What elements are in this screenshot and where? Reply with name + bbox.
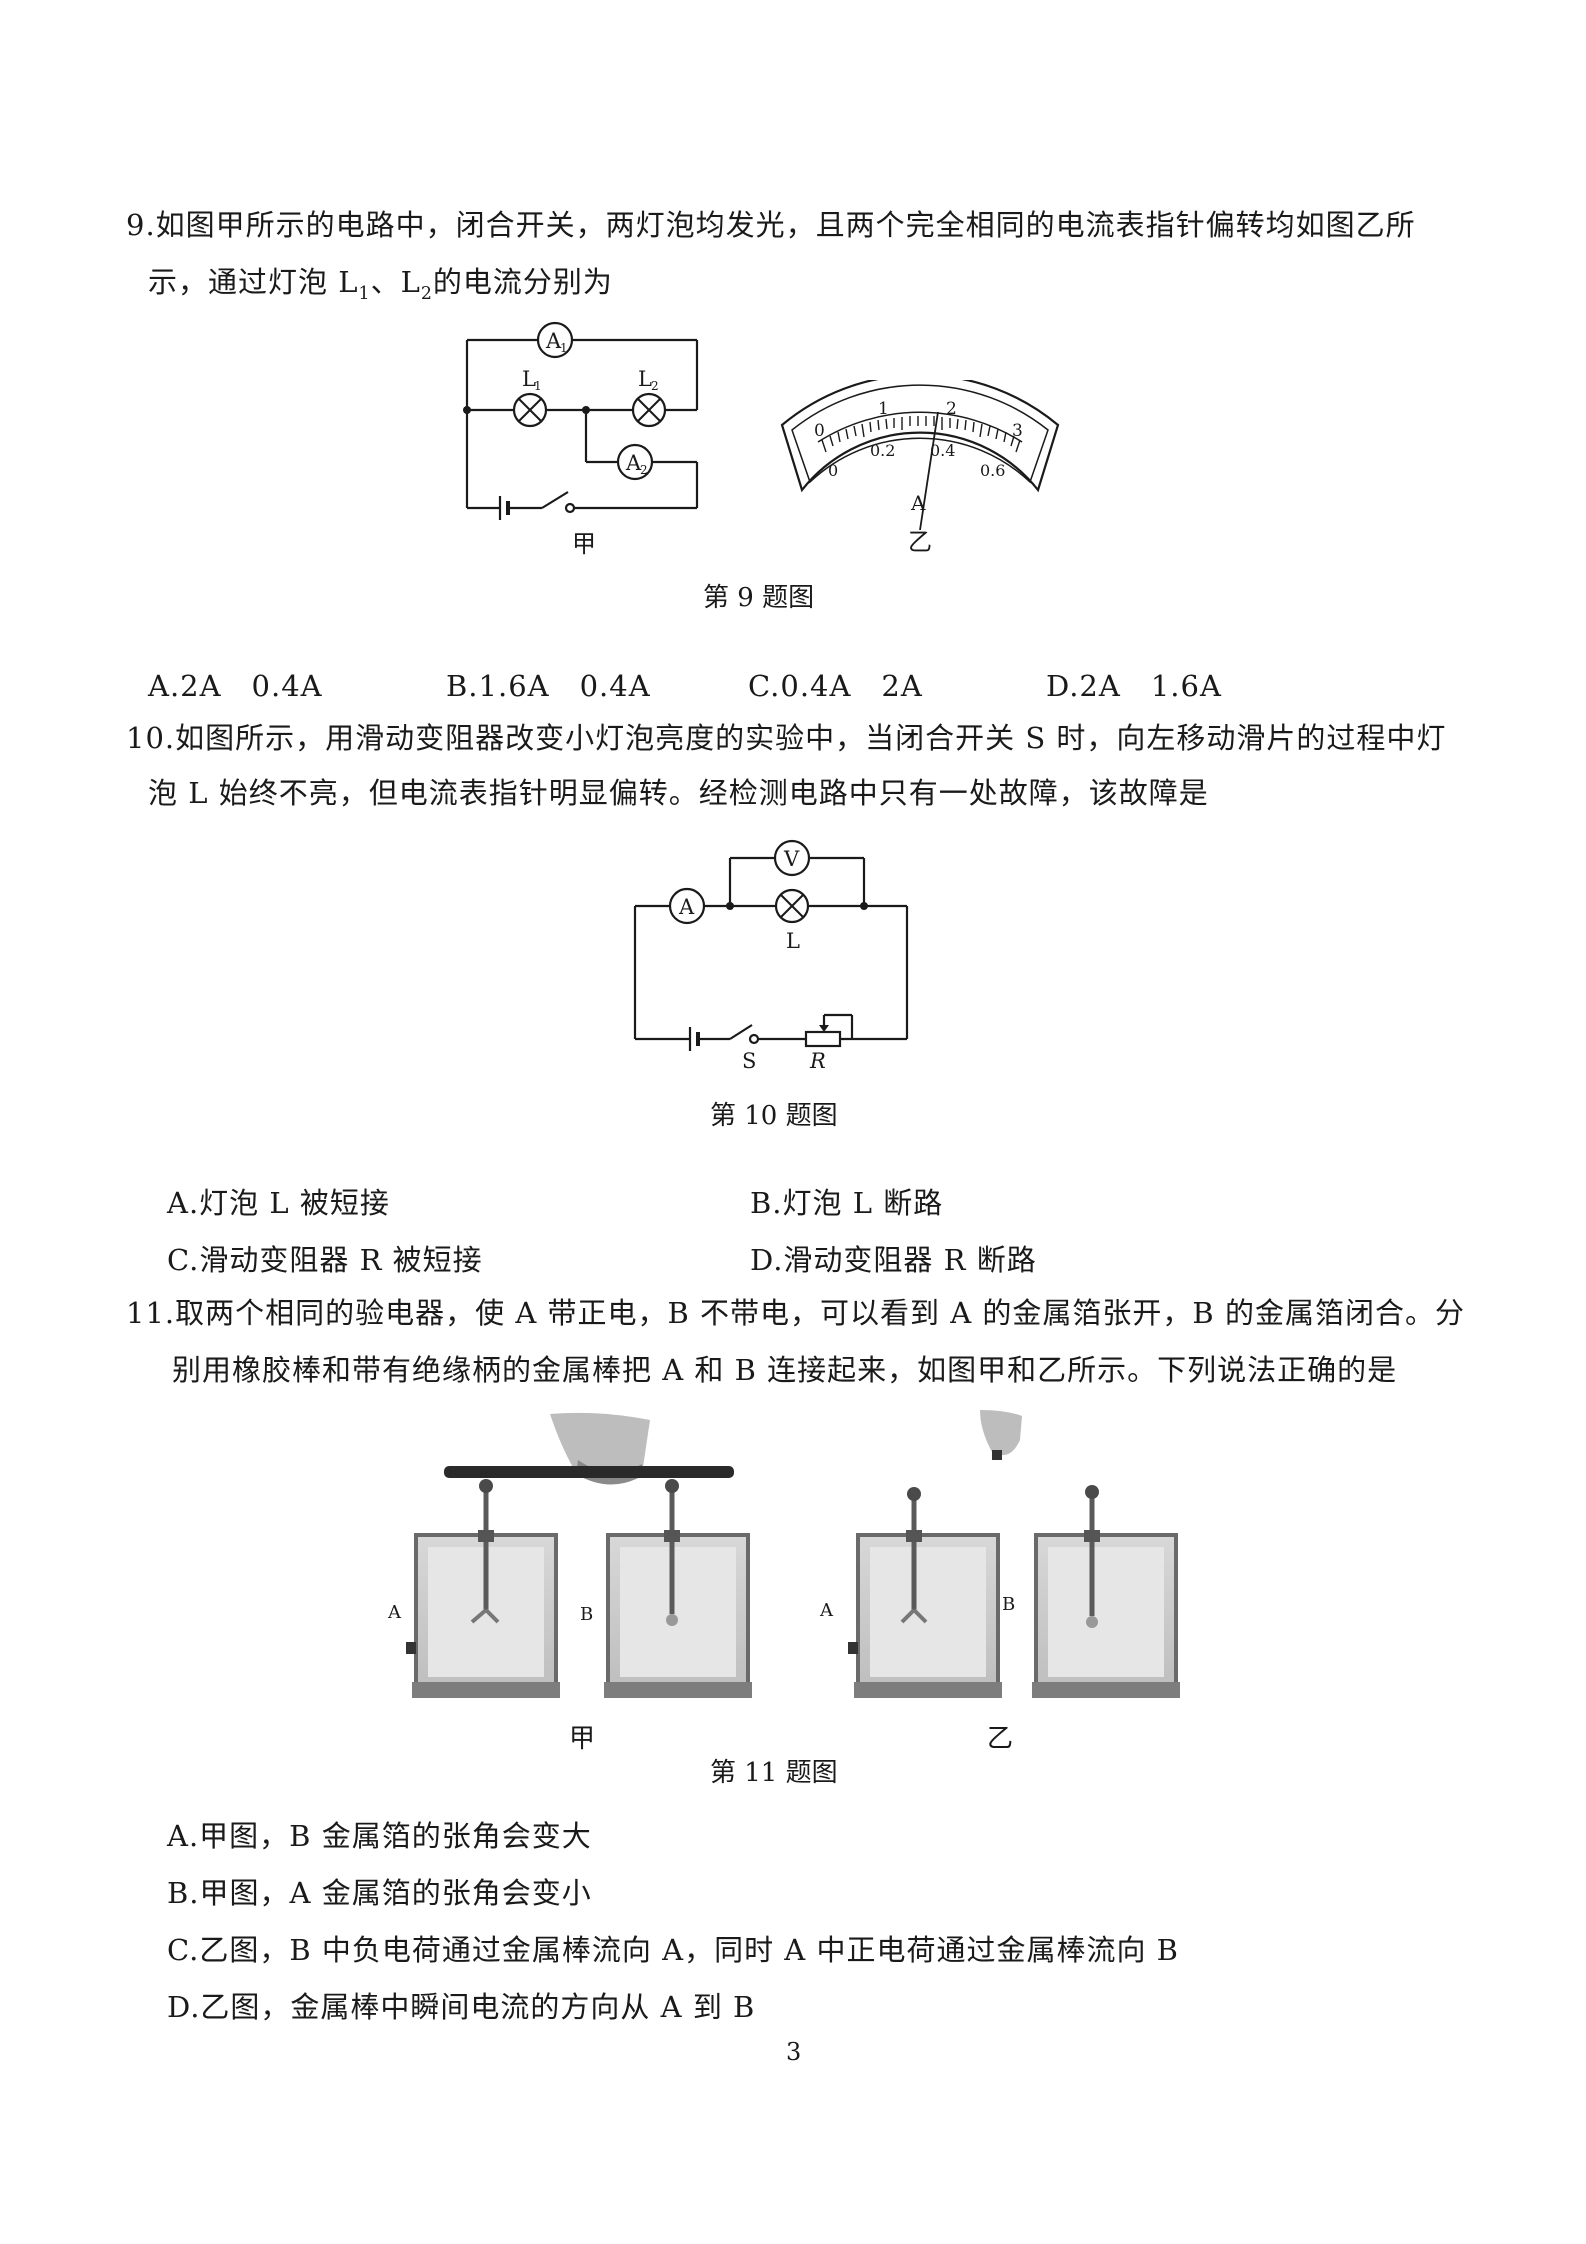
q9-circuit-diagram: A 1 L 1 L 2 A 2 甲 bbox=[463, 321, 699, 558]
q10-option-d: D.滑动变阻器 R 断路 bbox=[750, 1243, 1037, 1277]
q10-circuit-diagram: A V L S R bbox=[633, 839, 909, 1070]
switch-letter: S bbox=[742, 1049, 756, 1070]
q9-stem-post: 的电流分别为 bbox=[432, 265, 613, 299]
q11-label-a-right: A bbox=[819, 1600, 834, 1621]
voltmeter-symbol bbox=[773, 839, 811, 877]
q11-option-a: A.甲图，B 金属箔的张角会变大 bbox=[167, 1819, 592, 1853]
lamp-l2-symbol bbox=[631, 392, 667, 428]
page-number: 3 bbox=[786, 2038, 802, 2066]
rubber-rod-hand bbox=[444, 1412, 734, 1485]
q9-sub-1: 1 bbox=[358, 283, 371, 304]
q9-stem-mid: 、L bbox=[370, 265, 421, 299]
ammeter-a1-symbol bbox=[536, 321, 574, 359]
voltmeter-letter: V bbox=[783, 847, 800, 871]
q10-option-a: A.灯泡 L 被短接 bbox=[167, 1186, 390, 1220]
inner-scale-0-6: 0.6 bbox=[980, 461, 1005, 480]
inner-scale-0-2: 0.2 bbox=[870, 441, 895, 460]
l2-letter: L bbox=[638, 367, 652, 391]
a1-subscript: 1 bbox=[560, 341, 568, 355]
q11-option-b: B.甲图，A 金属箔的张角会变小 bbox=[167, 1876, 592, 1910]
q10-option-c: C.滑动变阻器 R 被短接 bbox=[167, 1243, 483, 1277]
q11-label-b-left: B bbox=[580, 1604, 593, 1625]
l1-letter: L bbox=[522, 367, 536, 391]
outer-scale-2: 2 bbox=[946, 399, 957, 419]
outer-scale-1: 1 bbox=[878, 399, 889, 419]
q11-fig-right-label: 乙 bbox=[987, 1724, 1014, 1754]
lamp-l-symbol bbox=[774, 888, 810, 924]
q11-option-c: C.乙图，B 中负电荷通过金属棒流向 A，同时 A 中正电荷通过金属棒流向 B bbox=[167, 1933, 1179, 1967]
q11-fig-left-label: 甲 bbox=[569, 1724, 596, 1754]
q9-stem-line1: 9.如图甲所示的电路中，闭合开关，两灯泡均发光，且两个完全相同的电流表指针偏转均… bbox=[126, 208, 1416, 242]
q9-option-d: D.2A 1.6A bbox=[1046, 669, 1222, 703]
inner-scale-0: 0 bbox=[828, 461, 838, 480]
q9-ammeter-dial: 0 1 2 3 0 0.2 0.4 0.6 A 乙 bbox=[780, 380, 1060, 556]
dial-ticks bbox=[821, 416, 1021, 453]
q9-sub-2: 2 bbox=[420, 283, 433, 304]
l2-subscript: 2 bbox=[651, 379, 659, 393]
q10-option-b: B.灯泡 L 断路 bbox=[750, 1186, 944, 1220]
q11-electroscope-photo: A B A B bbox=[387, 1410, 1180, 1698]
q11-label-a-left: A bbox=[387, 1602, 402, 1623]
dial-unit: A bbox=[910, 491, 926, 515]
electroscope-b-left bbox=[604, 1479, 752, 1698]
metal-rod-hand bbox=[980, 1410, 1022, 1460]
inner-scale-0-4: 0.4 bbox=[930, 441, 955, 460]
electroscope-a-right bbox=[848, 1487, 1002, 1698]
ammeter-letter: A bbox=[678, 895, 695, 919]
outer-scale-3: 3 bbox=[1012, 421, 1023, 441]
q9-option-c: C.0.4A 2A bbox=[748, 669, 923, 703]
q10-stem-line2: 泡 L 始终不亮，但电流表指针明显偏转。经检测电路中只有一处故障，该故障是 bbox=[148, 776, 1209, 810]
q11-stem-line2: 别用橡胶棒和带有绝缘柄的金属棒把 A 和 B 连接起来，如图甲和乙所示。下列说法… bbox=[172, 1353, 1398, 1387]
electroscope-b-right bbox=[1032, 1485, 1180, 1698]
a2-subscript: 2 bbox=[640, 463, 648, 477]
q9-option-a: A.2A 0.4A bbox=[148, 669, 323, 703]
ammeter-a2-symbol bbox=[616, 443, 654, 481]
q9-stem-line2: 示，通过灯泡 L1、L2的电流分别为 bbox=[148, 262, 613, 314]
q11-label-b-right: B bbox=[1002, 1594, 1015, 1615]
q9-figure-caption: 第 9 题图 bbox=[703, 583, 815, 613]
q9-fig-left-label: 甲 bbox=[572, 530, 596, 558]
q9-option-b: B.1.6A 0.4A bbox=[446, 669, 651, 703]
ammeter-symbol bbox=[668, 887, 706, 925]
electroscope-a-left bbox=[406, 1479, 560, 1698]
q9-fig-right-label: 乙 bbox=[908, 528, 932, 556]
rheostat-letter: R bbox=[809, 1049, 826, 1070]
lamp-letter: L bbox=[786, 929, 800, 953]
outer-scale-0: 0 bbox=[814, 421, 825, 441]
l1-subscript: 1 bbox=[534, 379, 542, 393]
q10-figure-caption: 第 10 题图 bbox=[710, 1101, 838, 1131]
a1-letter: A bbox=[545, 329, 562, 353]
q10-stem-line1: 10.如图所示，用滑动变阻器改变小灯泡亮度的实验中，当闭合开关 S 时，向左移动… bbox=[126, 721, 1447, 755]
q11-figure-caption: 第 11 题图 bbox=[710, 1758, 838, 1788]
lamp-l1-symbol bbox=[512, 392, 548, 428]
q9-stem-pre: 示，通过灯泡 L bbox=[148, 265, 359, 299]
q11-stem-line1: 11.取两个相同的验电器，使 A 带正电，B 不带电，可以看到 A 的金属箔张开… bbox=[126, 1296, 1465, 1330]
dial-pointer bbox=[919, 411, 939, 531]
q11-option-d: D.乙图，金属棒中瞬间电流的方向从 A 到 B bbox=[167, 1990, 756, 2024]
a2-letter: A bbox=[625, 451, 642, 475]
